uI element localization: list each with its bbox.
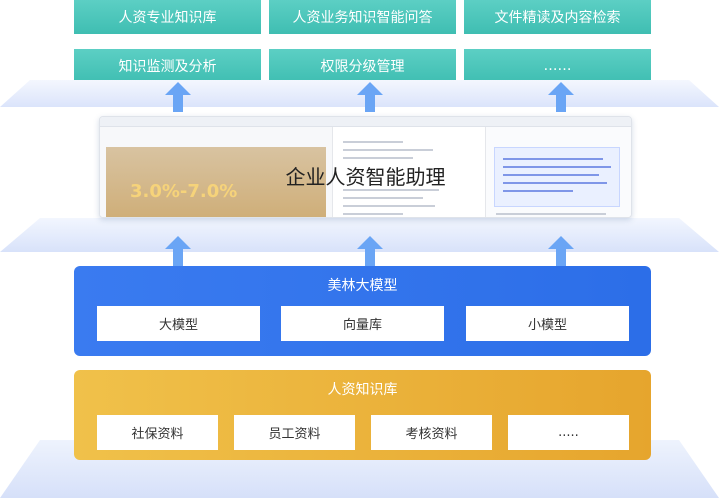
up-arrow-icon [548,236,574,266]
document-pane: 3.0%-7.0% [100,127,332,217]
app-tile-hr-knowledge-base: 人资专业知识库 [74,0,261,34]
app-tile-monitoring: 知识监测及分析 [74,49,261,83]
app-tile-label: 人资专业知识库 [118,10,217,26]
model-item-vector-db: 向量库 [281,306,444,341]
kb-item-employee: 员工资料 [234,415,355,450]
text-pane [332,127,485,217]
document-image: 3.0%-7.0% [106,147,326,217]
up-arrow-icon [165,236,191,266]
answer-highlight [494,147,620,207]
up-arrow-icon [357,82,383,112]
model-layer-panel: 美林大模型 大模型 向量库 小模型 [74,266,651,356]
model-item-label: 向量库 [342,318,382,333]
knowledge-layer-panel: 人资知识库 社保资料 员工资料 考核资料 ..... [74,370,651,460]
model-item-label: 小模型 [527,318,567,333]
app-tile-hr-qa: 人资业务知识智能问答 [269,0,456,34]
model-item-small-model: 小模型 [466,306,629,341]
up-arrow-icon [357,236,383,266]
model-item-label: 大模型 [158,318,198,333]
answer-pane [485,127,631,217]
app-tile-label: 知识监测及分析 [118,59,217,75]
app-tile-label: …… [543,58,572,74]
kb-item-assessment: 考核资料 [371,415,492,450]
window-bar [100,117,631,127]
app-tile-label: 权限分级管理 [320,59,405,75]
hero-text: 3.0%-7.0% [130,181,238,202]
kb-item-social-security: 社保资料 [97,415,218,450]
kb-item-label: 社保资料 [131,427,184,442]
kb-item-label: 考核资料 [405,427,458,442]
kb-item-label: 员工资料 [268,427,321,442]
up-arrow-icon [548,82,574,112]
app-tile-label: 文件精读及内容检索 [494,10,621,26]
app-tile-file-reading: 文件精读及内容检索 [464,0,651,34]
knowledge-layer-title: 人资知识库 [327,382,398,398]
kb-item-label: ..... [558,425,579,440]
assistant-title: 企业人资智能助理 [285,165,446,189]
app-tile-label: 人资业务知识智能问答 [292,10,433,26]
model-layer-title: 美林大模型 [327,278,398,294]
kb-item-more: ..... [508,415,629,450]
app-tile-permissions: 权限分级管理 [269,49,456,83]
up-arrow-icon [165,82,191,112]
model-item-large-model: 大模型 [97,306,260,341]
assistant-screenshot: 3.0%-7.0% 企业人资智能助理 [99,116,632,218]
app-tile-more: …… [464,49,651,83]
